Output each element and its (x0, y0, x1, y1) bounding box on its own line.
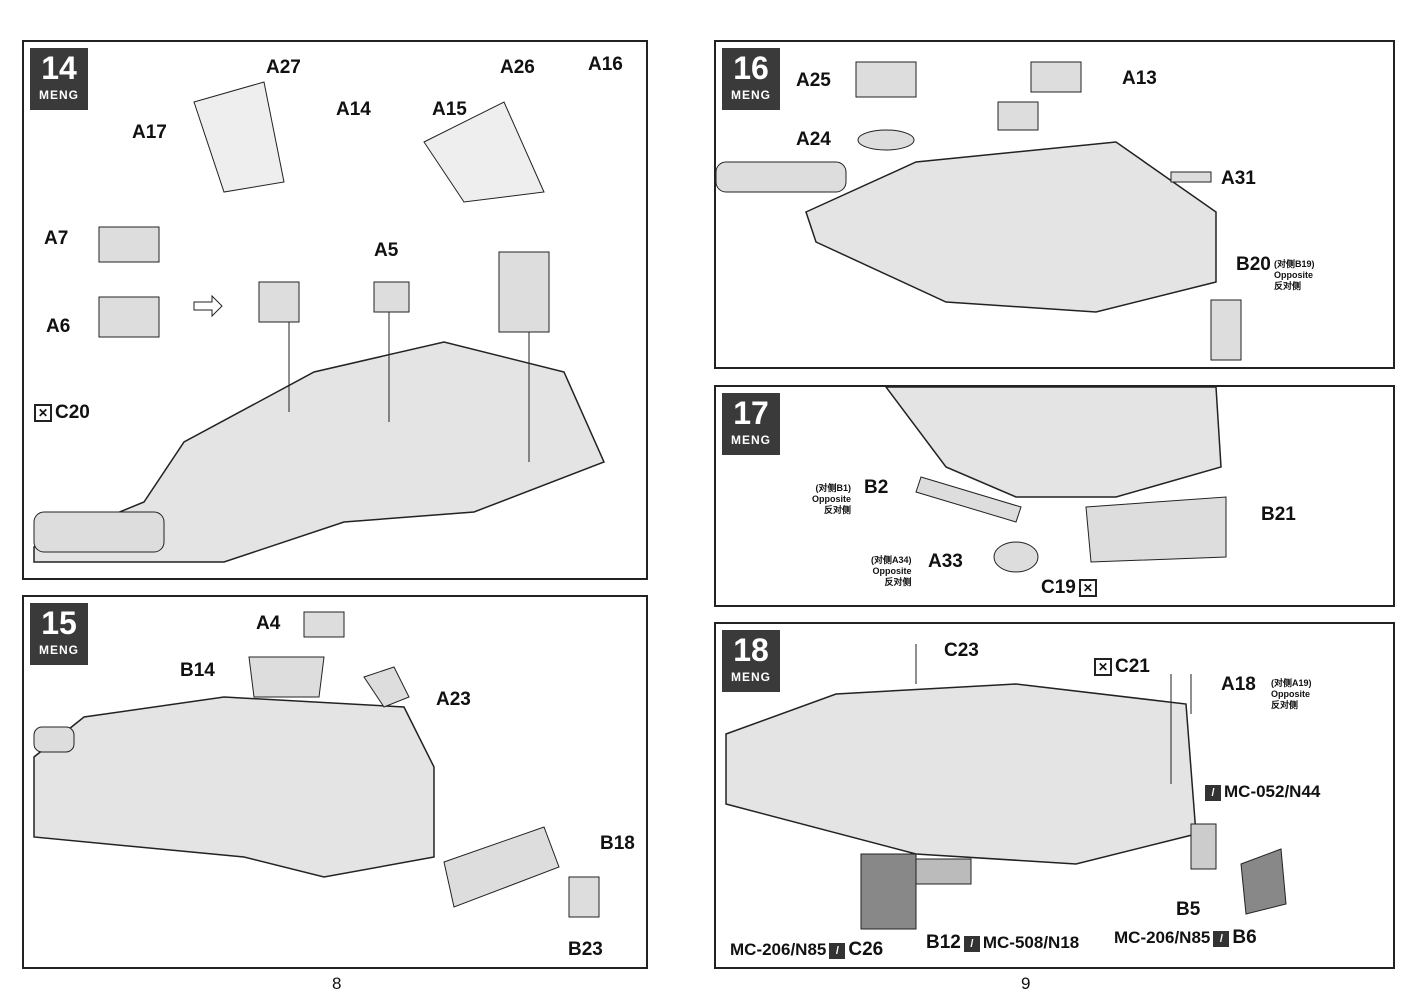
part-label: A23 (436, 689, 471, 710)
part-label-text: B12 (926, 932, 961, 953)
part-label: B18 (600, 833, 635, 854)
part-label: B2 (864, 477, 889, 498)
turret-drawing (725, 644, 1287, 930)
part-label: B14 (180, 660, 215, 681)
part-label: A25 (796, 70, 831, 91)
part-label: C23 (944, 640, 979, 661)
note-text: 反对侧 (1274, 281, 1302, 291)
part-label: A26 (500, 57, 535, 78)
part-label: B5 (1176, 899, 1201, 920)
part-label: A6 (46, 316, 71, 337)
part-label: A16 (588, 54, 623, 75)
part-label-text: MC-508/N18 (982, 933, 1080, 952)
part-label-text: MC-206/N85 (1114, 928, 1211, 947)
turret-drawing (33, 611, 600, 918)
turret-drawing (33, 81, 606, 563)
brand-logo: MENG (731, 670, 771, 684)
part-label: A13 (1122, 68, 1157, 89)
paint-callout: MC-206/N85/C26 (730, 939, 883, 961)
brush-icon: / (1213, 930, 1230, 947)
part-label: B21 (1261, 504, 1296, 525)
part-label: ✕C20 (34, 402, 90, 424)
brand-logo: MENG (39, 643, 79, 657)
part-label-text: MC-206/N85 (730, 940, 827, 959)
paint-callout: /MC-052/N44 (1202, 782, 1320, 802)
brand-logo: MENG (39, 88, 79, 102)
x-box-icon: ✕ (34, 403, 52, 422)
paint-callout: MC-206/N85/B6 (1114, 927, 1257, 949)
step-number: 17 (733, 395, 769, 431)
part-label-text: C21 (1115, 656, 1150, 677)
part-label: B20 (1236, 254, 1271, 275)
part-label: A24 (796, 129, 831, 150)
part-label: A5 (374, 240, 399, 261)
note-text: Opposite (1274, 270, 1314, 280)
part-label: A33 (928, 551, 963, 572)
part-label: A7 (44, 228, 69, 249)
note-text: 反对侧 (1271, 700, 1299, 710)
part-label: A31 (1221, 168, 1256, 189)
part-label-text: C20 (55, 402, 90, 423)
part-label: A27 (266, 57, 301, 78)
step-number: 18 (733, 632, 769, 668)
part-label: B23 (568, 939, 603, 960)
x-box-icon: ✕ (1094, 657, 1112, 676)
note-text: (对侧B19) (1274, 259, 1315, 269)
page-number-right: 9 (1021, 974, 1031, 993)
part-label: ✕C21 (1094, 656, 1150, 678)
brush-icon: / (1205, 784, 1221, 801)
part-label: A17 (132, 122, 167, 143)
note-text: Opposite (1271, 689, 1311, 699)
part-label: A4 (256, 613, 281, 634)
brand-logo: MENG (731, 433, 771, 447)
note-text: 反对侧 (884, 577, 912, 587)
x-box-icon: ✕ (1078, 578, 1097, 597)
note-text: Opposite (812, 494, 852, 504)
part-label-text: C26 (848, 939, 884, 960)
brand-logo: MENG (731, 88, 771, 102)
brush-icon: / (829, 942, 846, 959)
brush-icon: / (963, 935, 980, 952)
step-number: 16 (733, 50, 769, 86)
turret-drawing (885, 387, 1227, 573)
note-text: Opposite (872, 566, 912, 576)
part-label: A18 (1221, 674, 1256, 695)
turret-drawing (716, 61, 1242, 361)
step-number: 14 (41, 50, 77, 86)
note-text: (对侧B1) (815, 483, 852, 493)
paint-callout: B12/MC-508/N18 (926, 932, 1079, 954)
part-label: C19✕ (1041, 577, 1100, 599)
note-text: 反对侧 (824, 505, 852, 515)
part-label: A15 (432, 99, 467, 120)
part-label-text: MC-052/N44 (1224, 782, 1321, 801)
step-number: 15 (41, 605, 77, 641)
note-text: (对侧A34) (871, 555, 912, 565)
part-label-text: B6 (1232, 927, 1257, 948)
note-text: (对侧A19) (1271, 678, 1312, 688)
page-number-left: 8 (332, 974, 342, 993)
part-label: A14 (336, 99, 371, 120)
part-label-text: C19 (1041, 577, 1076, 598)
